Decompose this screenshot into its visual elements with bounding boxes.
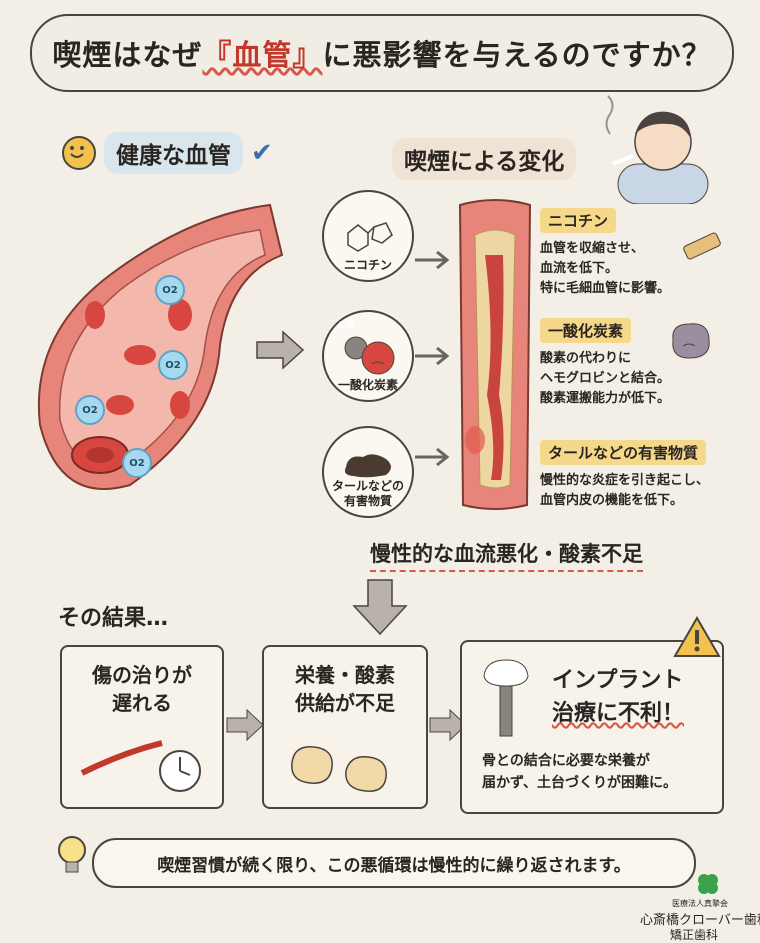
result-box-wound: 傷の治りが 遅れる bbox=[60, 645, 224, 809]
wound-title-1: 傷の治りが bbox=[92, 663, 192, 687]
clinic-name: 心斎橋クローバー歯科 bbox=[640, 913, 760, 928]
nicotine-desc-line: 血流を低下。 bbox=[540, 261, 619, 277]
nicotine-desc-line: 特に毛細血管に影響。 bbox=[540, 281, 671, 297]
clinic-org: 医療法人真摯会 bbox=[672, 899, 728, 908]
nicotine-circle-label: ニコチン bbox=[343, 257, 392, 272]
nicotine-molecule-icon bbox=[347, 221, 393, 252]
wound-clock-icon bbox=[80, 740, 201, 792]
arrow-right-icon bbox=[429, 708, 467, 742]
smile-icon bbox=[62, 136, 96, 170]
o2-bubble: O2 bbox=[158, 350, 188, 380]
wound-title-2: 遅れる bbox=[112, 691, 172, 715]
co-detail: 一酸化炭素 酸素の代わりに ヘモグロビンと結合。 酸素運搬能力が低下。 bbox=[540, 318, 670, 409]
co-tag: 一酸化炭素 bbox=[540, 318, 632, 343]
tar-blob-icon bbox=[344, 454, 391, 478]
smoker-icon bbox=[605, 95, 709, 204]
implant-desc-1: 骨との結合に必要な栄養が bbox=[482, 753, 650, 769]
title-prefix: 喫煙はなぜ bbox=[52, 38, 203, 72]
nutrition-title-1: 栄養・酸素 bbox=[295, 663, 395, 687]
implant-title-2: 治療に不利！ bbox=[552, 701, 685, 726]
healthy-section-label: 健康な血管 ✔ bbox=[62, 132, 273, 174]
healthy-vessel-illustration bbox=[37, 203, 284, 490]
co-desc-line: 酸素運搬能力が低下。 bbox=[540, 391, 671, 407]
tar-detail: タールなどの有害物質 慢性的な炎症を引き起こし、 血管内皮の機能を低下。 bbox=[540, 440, 709, 511]
o2-bubble: O2 bbox=[75, 395, 105, 425]
title-highlight: 『血管』 bbox=[202, 38, 323, 72]
warning-icon bbox=[673, 616, 721, 657]
healthy-label: 健康な血管 bbox=[104, 132, 243, 174]
footer-message: 喫煙習慣が続く限り、この悪循環は慢性的に繰り返されます。 bbox=[92, 838, 696, 888]
nicotine-circle: ニコチン bbox=[322, 190, 414, 282]
arrow-right-icon bbox=[415, 250, 450, 270]
co-desc-line: ヘモグロビンと結合。 bbox=[540, 371, 671, 387]
co-desc-line: 酸素の代わりに bbox=[540, 351, 632, 366]
nicotine-desc-line: 血管を収縮させ、 bbox=[540, 241, 645, 256]
arrow-right-icon bbox=[256, 330, 305, 370]
nicotine-tag: ニコチン bbox=[540, 208, 617, 233]
result-label: その結果… bbox=[58, 606, 169, 631]
tar-circle: タールなどの 有害物質 bbox=[322, 426, 414, 518]
arrow-right-icon bbox=[415, 346, 450, 366]
result-box-nutrition: 栄養・酸素 供給が不足 bbox=[262, 645, 428, 809]
o2-bubble: O2 bbox=[122, 448, 152, 478]
tar-desc-line: 慢性的な炎症を引き起こし、 bbox=[540, 473, 710, 488]
tar-circle-label-1: タールなどの bbox=[331, 479, 404, 494]
check-icon: ✔ bbox=[251, 138, 273, 168]
smoking-label: 喫煙による変化 bbox=[392, 138, 577, 180]
co-molecule-icon bbox=[344, 336, 395, 375]
nicotine-detail: ニコチン 血管を収縮させ、 血流を低下。 特に毛細血管に影響。 bbox=[540, 208, 670, 299]
implant-desc-2: 届かず、土台づくりが困難に。 bbox=[482, 775, 678, 792]
o2-bubble: O2 bbox=[155, 275, 185, 305]
nutrition-title-2: 供給が不足 bbox=[295, 691, 395, 715]
implant-title-1: インプラント bbox=[552, 668, 684, 693]
tar-desc-line: 血管内皮の機能を低下。 bbox=[540, 493, 684, 509]
damaged-vessel-illustration bbox=[458, 199, 532, 510]
sick-cell-icon bbox=[672, 323, 710, 359]
co-circle: 一酸化炭素 bbox=[322, 310, 414, 402]
co-circle-label: 一酸化炭素 bbox=[337, 377, 398, 392]
arrow-down-icon bbox=[352, 579, 408, 636]
arrow-right-icon bbox=[226, 708, 264, 742]
co-text: CO bbox=[338, 320, 354, 331]
lightbulb-icon bbox=[58, 836, 86, 873]
clinic-sub: 矯正歯科 bbox=[670, 928, 719, 942]
clover-icon bbox=[698, 874, 718, 894]
tar-circle-label-2: 有害物質 bbox=[343, 493, 392, 508]
smoking-section-label: 喫煙による変化 bbox=[392, 138, 577, 180]
conclusion-text: 慢性的な血流悪化・酸素不足 bbox=[370, 538, 643, 572]
implant-icon bbox=[483, 659, 529, 737]
tired-cells-icon bbox=[291, 746, 387, 792]
result-box-implant: インプラント 治療に不利！ 骨との結合に必要な栄養が 届かず、土台づくりが困難に… bbox=[460, 640, 724, 814]
arrow-right-icon bbox=[415, 447, 450, 467]
page-title: 喫煙はなぜ『血管』に悪影響を与えるのですか？ bbox=[30, 14, 734, 92]
cigarette-icon bbox=[683, 232, 721, 260]
tar-tag: タールなどの有害物質 bbox=[540, 440, 707, 465]
title-suffix: に悪影響を与えるのですか？ bbox=[322, 38, 712, 72]
